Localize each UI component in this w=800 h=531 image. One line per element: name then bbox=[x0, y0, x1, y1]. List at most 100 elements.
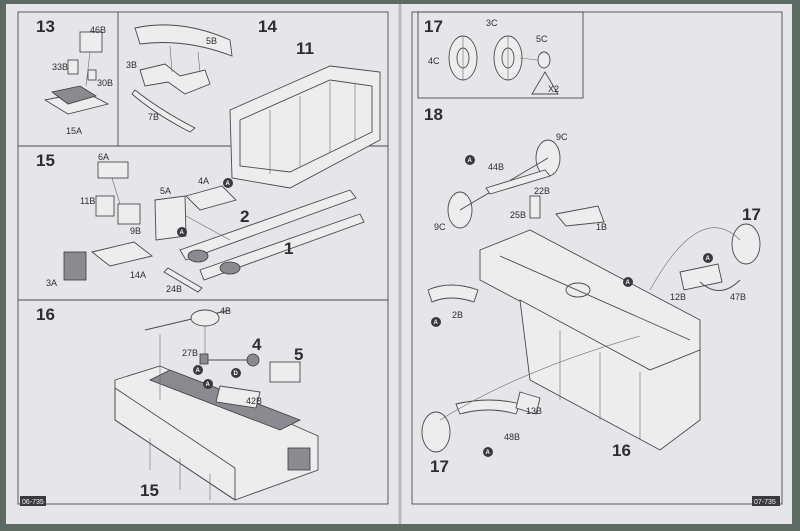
step-18: 18 9C 44B 22B 25B 9C 1B 12B 47B 2B bbox=[421, 105, 761, 476]
guide-line bbox=[169, 45, 173, 73]
label-3b: 3B bbox=[126, 60, 137, 70]
callout-15: 15 bbox=[140, 481, 159, 500]
step-16-number: 16 bbox=[36, 305, 55, 324]
body-11-panel bbox=[239, 79, 373, 173]
part-33b-shape bbox=[67, 59, 79, 75]
svg-text:A: A bbox=[206, 382, 211, 388]
marker-d: D bbox=[231, 368, 241, 378]
step-15: 15 11 2 1 6A 11B 9B 5A 4A 3A 14A 24B A A bbox=[36, 39, 381, 294]
callout-16: 16 bbox=[612, 441, 631, 460]
part-42b-shape bbox=[215, 385, 261, 409]
guide-line bbox=[519, 57, 539, 61]
label-22b: 22B bbox=[534, 186, 550, 196]
part-13b-shape bbox=[515, 391, 541, 415]
label-11b: 11B bbox=[80, 196, 95, 206]
marker-a: A bbox=[203, 379, 213, 389]
marker-a: A bbox=[465, 155, 475, 165]
part-4b-shape bbox=[190, 309, 220, 327]
label-5b: 5B bbox=[206, 36, 217, 46]
label-3a: 3A bbox=[46, 278, 57, 288]
svg-text:A: A bbox=[226, 181, 231, 187]
part-27b-shape bbox=[199, 353, 209, 365]
quantity-triangle bbox=[531, 71, 559, 95]
step-17-frame bbox=[417, 11, 584, 99]
guide-line bbox=[185, 215, 231, 241]
step-17: 17 3C 5C 4C X2 bbox=[424, 17, 559, 95]
right-page-number-box bbox=[752, 496, 780, 506]
chassis-rail-shape bbox=[179, 189, 357, 261]
label-9c-left: 9C bbox=[434, 222, 446, 232]
part-12b-shape bbox=[679, 263, 723, 291]
callout-2: 2 bbox=[240, 207, 249, 226]
left-page-frame bbox=[17, 11, 389, 505]
marker-a: A bbox=[483, 447, 493, 457]
part-47b-shape bbox=[699, 279, 741, 291]
guide-line bbox=[649, 227, 741, 291]
step-14: 14 5B 3B 7B bbox=[126, 17, 277, 133]
marker-a: A bbox=[623, 277, 633, 287]
part-46b-shape bbox=[79, 31, 103, 53]
label-4b: 4B bbox=[220, 306, 231, 316]
label-6a: 6A bbox=[98, 152, 109, 162]
part-14a-shape bbox=[90, 241, 154, 267]
label-7b: 7B bbox=[148, 112, 159, 122]
step-14-number: 14 bbox=[258, 17, 277, 36]
label-1b: 1B bbox=[596, 222, 607, 232]
step-15-number: 15 bbox=[36, 151, 55, 170]
label-3c: 3C bbox=[486, 18, 498, 28]
guide-line bbox=[85, 51, 91, 87]
part-1b-shape bbox=[555, 205, 605, 227]
label-33b: 33B bbox=[52, 62, 68, 72]
part-6a-shape bbox=[97, 161, 129, 179]
part-24b-shape bbox=[163, 267, 203, 293]
step-16: 16 4B 27B 42B 4 5 15 A D A bbox=[36, 305, 319, 501]
step-17-number: 17 bbox=[424, 17, 443, 36]
label-42b: 42B bbox=[246, 396, 262, 406]
svg-text:A: A bbox=[196, 368, 201, 374]
svg-text:A: A bbox=[626, 280, 631, 286]
body-11-shape bbox=[229, 65, 381, 189]
label-14a: 14A bbox=[130, 270, 146, 280]
part-3b-shape bbox=[139, 63, 211, 95]
axle-end bbox=[187, 249, 209, 263]
guide-line bbox=[197, 51, 201, 73]
label-5c: 5C bbox=[536, 34, 548, 44]
label-13b: 13B bbox=[526, 406, 542, 416]
part-2b-shape bbox=[427, 284, 479, 303]
part-3a-shape bbox=[63, 251, 87, 281]
part-30b-shape bbox=[87, 69, 97, 81]
callout-5: 5 bbox=[294, 345, 303, 364]
label-44b: 44B bbox=[488, 162, 504, 172]
label-47b: 47B bbox=[730, 292, 746, 302]
label-12b: 12B bbox=[670, 292, 686, 302]
part-4a-shape bbox=[185, 185, 237, 211]
label-4a: 4A bbox=[198, 176, 209, 186]
quantity-x2: X2 bbox=[548, 84, 559, 94]
svg-text:A: A bbox=[486, 450, 491, 456]
label-5a: 5A bbox=[160, 186, 171, 196]
callout-17-left: 17 bbox=[430, 457, 449, 476]
left-page-number-box bbox=[20, 496, 46, 506]
label-24b: 24B bbox=[166, 284, 182, 294]
wheel-rear-right bbox=[731, 223, 761, 265]
label-27b: 27B bbox=[182, 348, 198, 358]
part-5-shape bbox=[269, 361, 301, 383]
label-9b: 9B bbox=[130, 226, 141, 236]
callout-11: 11 bbox=[296, 39, 314, 58]
part-9b-shape bbox=[117, 203, 141, 225]
label-25b: 25B bbox=[510, 210, 526, 220]
step-13: 13 46B 33B 30B 15A bbox=[36, 17, 113, 136]
chassis-ring bbox=[565, 282, 591, 298]
part-5c-cap bbox=[537, 51, 551, 69]
callout-17-right: 17 bbox=[742, 205, 761, 224]
part-11b-shape bbox=[95, 195, 115, 217]
svg-text:A: A bbox=[434, 320, 439, 326]
hub bbox=[246, 353, 260, 367]
label-9c-top: 9C bbox=[556, 132, 568, 142]
label-48b: 48B bbox=[504, 432, 520, 442]
lower-chassis-side bbox=[114, 387, 236, 501]
right-page-frame bbox=[411, 11, 783, 505]
part-7b-shape bbox=[131, 89, 196, 133]
